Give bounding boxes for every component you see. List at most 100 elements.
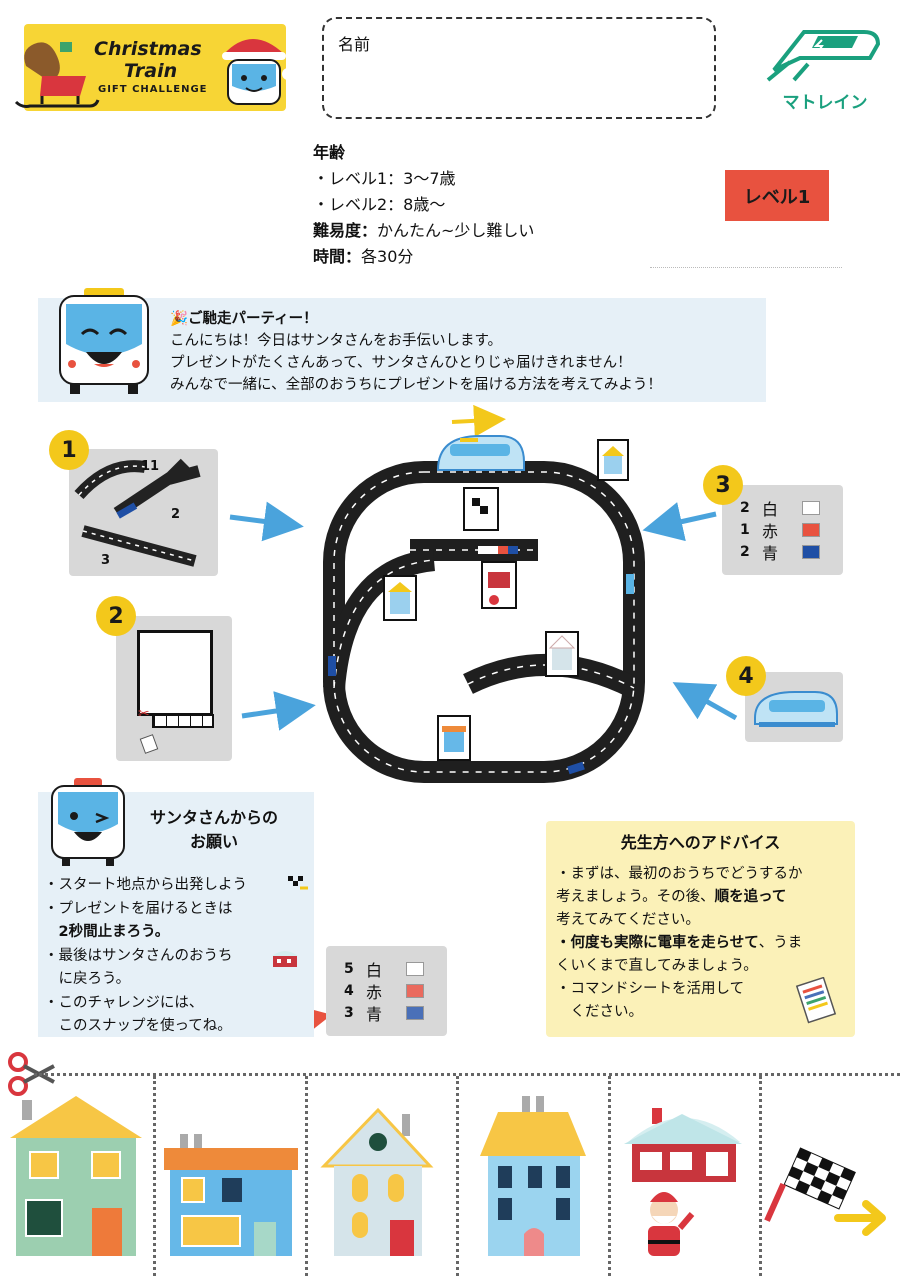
list-item: ・プレゼントを届けるときは	[44, 900, 233, 917]
santa-house-icon	[272, 951, 298, 967]
logo-title-1: Christmas	[94, 38, 202, 60]
intro-line-1: こんにちは！今日はサンタさんをお手伝いします。	[170, 333, 503, 349]
sleigh-icon	[14, 42, 100, 108]
intro-panel: 🎉ご馳走パーティー！ こんにちは！今日はサンタさんをお手伝いします。 プレゼント…	[38, 288, 766, 402]
cut-line	[759, 1076, 762, 1276]
wish-title-1: サンタさんからの	[149, 808, 278, 827]
train-mascot-icon	[59, 288, 149, 394]
green-house-icon	[10, 1096, 142, 1256]
red-snap	[498, 546, 508, 554]
wish-list: ・スタート地点から出発しよう ・プレゼントを届けるときは 2秒間止まろう。 ・最…	[44, 874, 247, 1039]
cut-line	[153, 1076, 156, 1276]
snap-icon	[139, 734, 159, 754]
arrow-step4	[672, 682, 738, 721]
challenge-info: 年齢 ・レベル1：3〜7歳 ・レベル2：8歳〜 難易度：かんたん~少し難しい 時…	[313, 140, 534, 270]
list-item: ・スタート地点から出発しよう	[44, 877, 247, 893]
advice-line: ・コマンドシートを活用して	[556, 981, 745, 997]
blue-snap	[328, 656, 336, 676]
santa-wish-panel: サンタさんからの お願い ・スタート地点から出発しよう ・プレゼントを届けるとき…	[38, 778, 314, 1039]
cut-line	[305, 1076, 308, 1276]
straight-count: 3	[101, 553, 111, 568]
command-card-icon	[137, 630, 213, 716]
cut-line	[608, 1076, 611, 1276]
matrain-brand: マトレイン	[760, 14, 885, 114]
level-badge: レベル1	[725, 170, 829, 221]
step-badge-3: 3	[703, 465, 743, 505]
advice-line: 、うま	[758, 935, 803, 951]
curve-count: 11	[141, 459, 160, 474]
wish-title-2: お願い	[189, 832, 238, 851]
cut-line	[456, 1076, 459, 1276]
step2-command-card: ✂	[116, 616, 232, 761]
advice-line: くいくまで直してみましょう。	[556, 958, 758, 974]
brand-name: マトレイン	[782, 93, 868, 113]
list-item: に戻ろう。	[44, 971, 131, 987]
checkered-flag-icon	[288, 876, 308, 890]
train-mascot-wink-icon	[51, 778, 125, 866]
step-badge-1: 1	[49, 430, 89, 470]
age-item-1: ・レベル1：3〜7歳	[313, 169, 456, 188]
tall-house-icon	[320, 1107, 434, 1256]
white-snap	[478, 546, 498, 554]
white-swatch	[802, 501, 820, 515]
name-label: 名前	[338, 35, 371, 54]
step-badge-2: 2	[96, 596, 136, 636]
list-item: ・最後はサンタさんのおうち	[44, 947, 233, 964]
red-swatch	[802, 523, 820, 537]
divider	[650, 267, 842, 268]
switch-count: 2	[171, 507, 181, 522]
advice-emphasis: 順を追って	[714, 889, 787, 905]
track-map	[323, 435, 645, 783]
arrow-step1	[229, 501, 304, 542]
list-item: ・このチャレンジには、	[44, 994, 204, 1011]
logo-title-2: Train	[124, 60, 178, 82]
blue-snap	[508, 546, 518, 554]
santa-house-icon	[624, 1108, 742, 1256]
blue-snap	[626, 574, 634, 594]
arrow-step2	[241, 691, 316, 731]
track-pieces-icon	[74, 458, 201, 567]
cutout-cards	[10, 1096, 886, 1256]
matrain-train-icon	[766, 30, 881, 82]
blue-snap	[567, 761, 585, 775]
scissors-icon: ✂	[138, 706, 150, 722]
age-label: 年齢	[313, 143, 346, 162]
step1-track-pieces: 11 2 3	[69, 449, 218, 576]
command-sheet-icon	[795, 977, 837, 1024]
advice-title: 先生方へのアドバイス	[620, 833, 781, 852]
cut-line	[34, 1073, 900, 1076]
start-flag-icon	[764, 1147, 886, 1236]
advice-line: 考えてみてください。	[556, 912, 700, 928]
age-item-2: ・レベル2：8歳〜	[313, 195, 446, 214]
red-swatch	[406, 984, 424, 998]
advice-line: ください。	[556, 1004, 643, 1020]
difficulty-label: 難易度：	[313, 221, 378, 240]
step4-train	[745, 672, 843, 742]
advice-line: ・まずは、最初のおうちでどうするか	[556, 866, 803, 882]
train-mascot-santa-hat-icon	[222, 39, 294, 105]
white-swatch	[406, 962, 424, 976]
blue-house-icon	[164, 1134, 298, 1256]
command-slots	[152, 714, 214, 728]
advice-emphasis: ・何度も実際に電車を走らせて	[556, 935, 759, 951]
step-badge-4: 4	[726, 656, 766, 696]
blue-swatch	[802, 545, 820, 559]
intro-line-3: みんなで一緒に、全部のおうちにプレゼントを届ける方法を考えてみよう！	[170, 377, 662, 393]
intro-title: 🎉ご馳走パーティー！	[170, 311, 318, 327]
arrow-step3	[642, 502, 717, 542]
list-item: 2秒間止まろう。	[44, 924, 170, 940]
logo-subtitle: GIFT CHALLENGE	[98, 84, 208, 95]
christmas-train-logo: Christmas Train GIFT CHALLENGE	[14, 24, 294, 111]
blue-swatch	[406, 1006, 424, 1020]
train-on-track-icon	[436, 435, 525, 471]
intro-line-2: プレゼントがたくさんあって、サンタさんひとりじゃ届けきれません！	[170, 355, 632, 371]
list-item: このスナップを使ってね。	[44, 1018, 232, 1034]
name-field[interactable]: 名前	[322, 17, 716, 119]
